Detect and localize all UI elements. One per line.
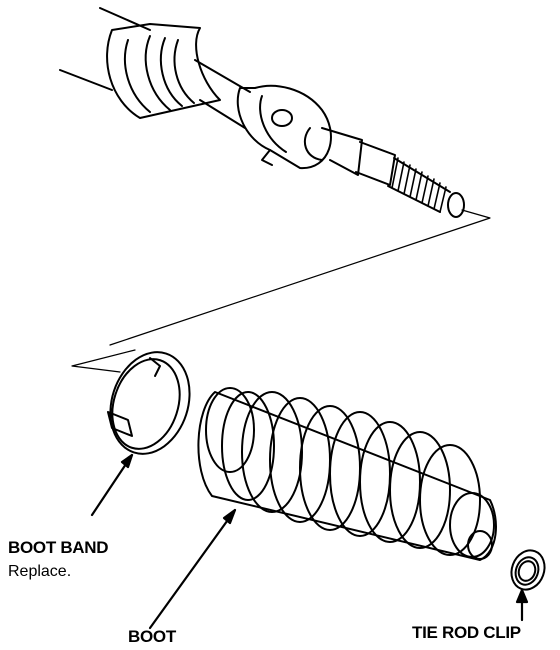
- boot-label: BOOT: [128, 627, 176, 646]
- tie-rod-clip-arrowhead: [515, 588, 529, 604]
- rack-assembly: [59, 7, 491, 373]
- tie-rod-clip-label: TIE ROD CLIP: [412, 623, 521, 642]
- callout-arrows: [90, 453, 529, 630]
- boot-arrowhead: [222, 508, 237, 525]
- leader-line-lower: [71, 349, 136, 373]
- ball-joint-housing: [236, 84, 332, 170]
- tie-rod-threads: [391, 157, 447, 213]
- boot-bellows: [197, 387, 497, 561]
- inner-tube: [194, 59, 251, 129]
- tie-rod: [303, 127, 465, 218]
- boot-arrow: [148, 508, 237, 630]
- tie-rod-clip: [510, 549, 546, 591]
- boot-band-note: Replace.: [8, 563, 72, 580]
- rack-housing-tube: [59, 7, 151, 91]
- boot-band: [107, 351, 191, 455]
- boot-band-arrowhead: [120, 453, 134, 469]
- boot-band-label: BOOT BAND: [8, 538, 109, 557]
- leader-line-upper: [109, 209, 491, 346]
- rack-collar: [106, 23, 221, 119]
